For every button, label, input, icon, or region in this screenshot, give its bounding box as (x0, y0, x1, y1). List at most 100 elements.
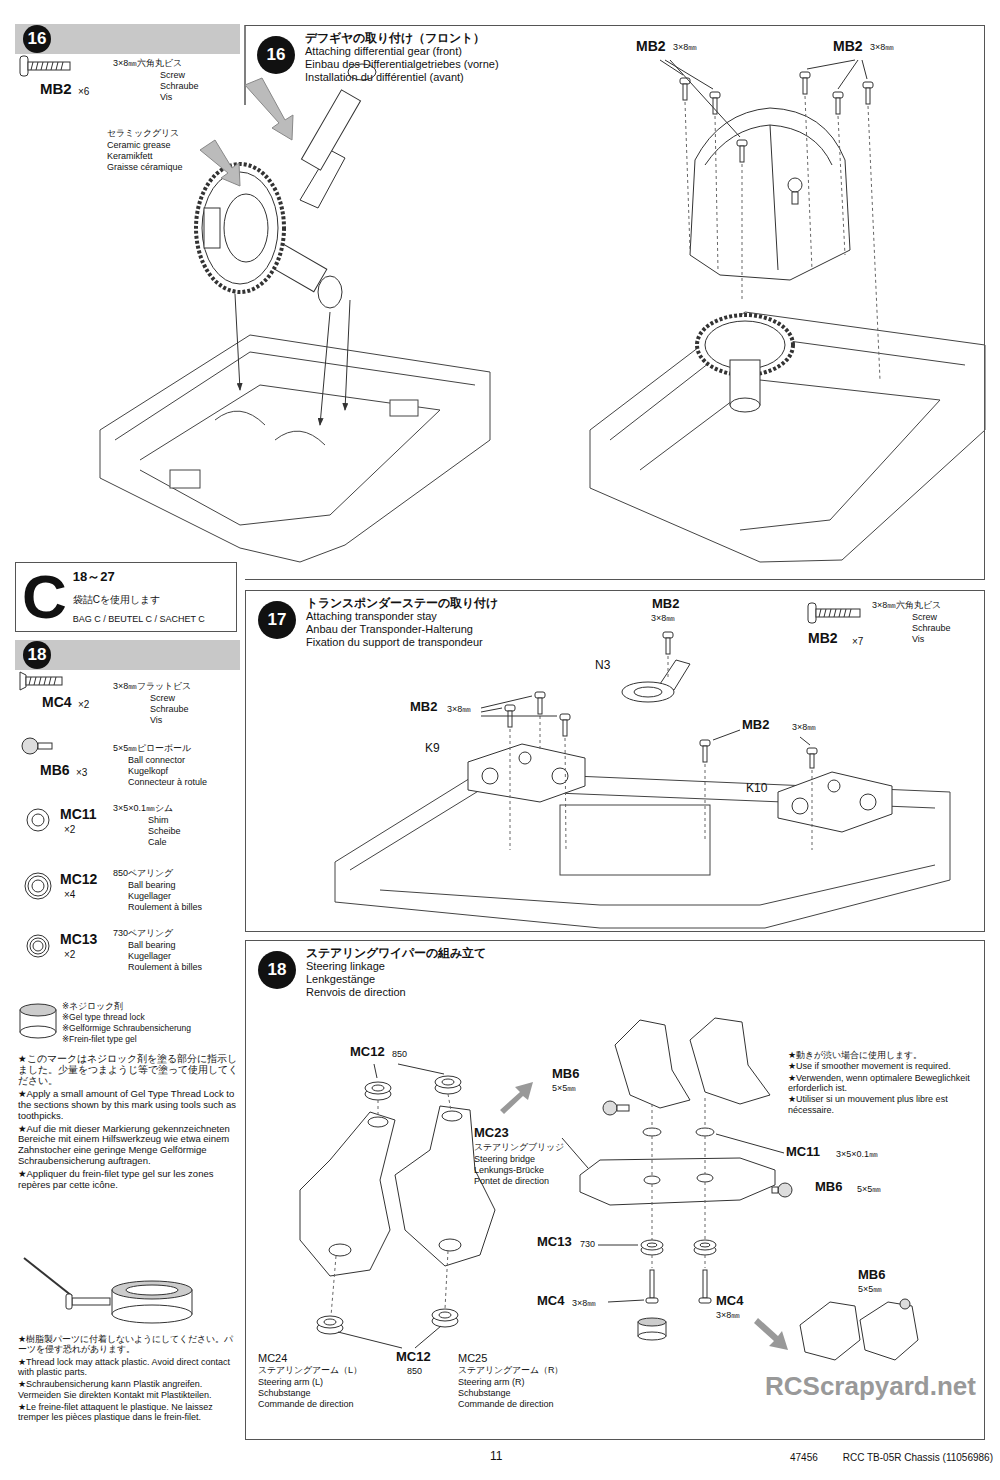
step-title: Lenkgestänge (306, 973, 486, 986)
part-label: 3×8㎜ (651, 613, 675, 623)
steering-arm (300, 1106, 495, 1276)
screw (560, 714, 570, 720)
quantity: ×6 (78, 86, 89, 98)
guide-line (812, 770, 813, 850)
guide-line (331, 1256, 336, 1316)
chassis-drawing (100, 335, 490, 562)
steering-arm (615, 1018, 770, 1108)
leader-line (481, 716, 557, 717)
step-title: Einbau des Differentialgetriebes (vorne) (305, 58, 499, 71)
part-code: N3 (595, 659, 610, 673)
quantity: ×2 (78, 699, 89, 711)
part-label: Kugellager (128, 951, 171, 961)
guide-line (378, 1100, 379, 1117)
steering-arm (442, 1111, 462, 1121)
ball-connector (603, 1101, 617, 1115)
gear-cover (770, 125, 778, 270)
note: ★Apply a small amount of Gel Type Thread… (18, 1089, 240, 1122)
part-code: MC13 (60, 931, 97, 947)
step-number-text: 18 (268, 960, 287, 980)
thread-lock-mark (638, 1332, 666, 1340)
chassis-drawing (335, 772, 950, 928)
steering-bridge (580, 1158, 775, 1205)
leader-line (338, 1332, 402, 1348)
part-code: MC13 (537, 1235, 572, 1250)
leader-line (398, 1064, 444, 1074)
chassis-drawing (215, 411, 325, 445)
guide-line (705, 1255, 706, 1268)
transponder-stay (468, 744, 585, 802)
part-label: 850ベアリング (113, 868, 173, 878)
screw (538, 698, 542, 714)
bearing (317, 1316, 343, 1328)
note: ★Schraubensicherung kann Plastik angreif… (18, 1379, 240, 1400)
note: ★Auf die mit dieser Markierung gekennzei… (18, 1124, 240, 1168)
part-label: Screw (160, 70, 185, 80)
steering-arm (615, 1020, 690, 1108)
part-code: MB2 (808, 630, 838, 646)
quantity: ×2 (64, 949, 75, 961)
guide-line (685, 96, 880, 380)
steering-arm (800, 1299, 918, 1360)
part-label: Screw (150, 693, 175, 703)
screw-icon (808, 603, 816, 623)
bearing (694, 1240, 716, 1250)
part-label: Steering bridge (474, 1154, 535, 1164)
screw (699, 1298, 711, 1303)
guide-line (652, 1098, 705, 1268)
leader-line (862, 60, 867, 79)
part-label: Ball connector (128, 755, 185, 765)
step-title: Installation du différentiel (avant) (305, 71, 499, 84)
thread-lock-jar (20, 1004, 56, 1038)
screw (508, 711, 512, 727)
steering-bridge (644, 1176, 660, 1184)
bearing (432, 1309, 458, 1321)
differential-gear (202, 172, 278, 284)
part-label: Schubstange (258, 1388, 311, 1398)
screw (663, 632, 673, 638)
bearing (641, 1240, 716, 1255)
quantity: ×3 (76, 767, 87, 779)
pinion-shaft (301, 90, 360, 170)
ball-connector-icon (22, 738, 52, 754)
toothpick-illustration (112, 1305, 192, 1323)
bearing-icon (25, 873, 51, 899)
screw (810, 754, 814, 768)
part-label: Kugelkopf (128, 766, 168, 776)
guide-line (652, 1184, 653, 1240)
chassis-drawing (100, 335, 490, 562)
thread-lock-jar (20, 1026, 56, 1038)
part-label: Vis (160, 92, 172, 102)
screw (803, 78, 807, 94)
assembly-arrow (235, 294, 350, 425)
guide-line (868, 106, 880, 380)
screw (833, 92, 843, 98)
bearing-icon (32, 880, 44, 892)
guide-line (705, 1098, 706, 1128)
guide-line (510, 656, 812, 850)
part-code: MC12 (60, 871, 97, 887)
bearing (442, 1079, 454, 1085)
part-label: 3×8㎜ (870, 42, 894, 52)
quantity: ×4 (64, 889, 75, 901)
step-number-text: 16 (28, 29, 47, 49)
step-number-text: 18 (28, 645, 47, 665)
screw (703, 746, 707, 762)
header-band (15, 24, 240, 54)
part-label: 47456 (790, 1452, 818, 1464)
bearing (647, 1243, 657, 1247)
transponder-holder (634, 687, 662, 697)
guide-line (685, 102, 690, 250)
steering-arm (690, 1018, 770, 1104)
bag-text: 袋詰Cを使用します (73, 594, 230, 606)
guide-line (742, 164, 743, 300)
step-title: トランスポンダーステーの取り付け (306, 597, 498, 610)
part-code: MC23 (474, 1126, 509, 1141)
part-label: Vis (150, 715, 162, 725)
leader-line (800, 737, 810, 745)
part-label: セラミックグリス (107, 128, 179, 138)
part-code: MC12 (350, 1045, 385, 1060)
gear-cover (690, 108, 850, 280)
part-code: MB6 (552, 1067, 579, 1082)
